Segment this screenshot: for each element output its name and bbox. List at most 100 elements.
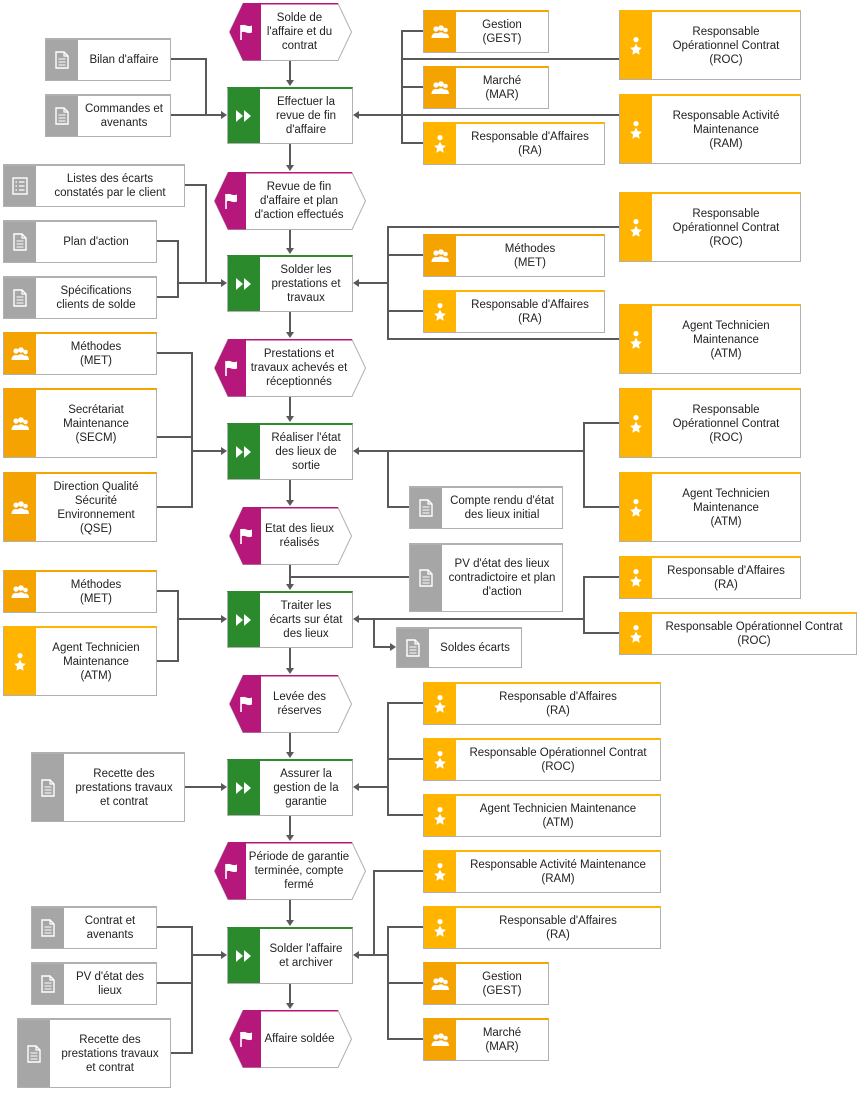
document-soldes-ecarts[interactable]: Soldes écarts [396, 627, 522, 668]
role-ra-traiter[interactable]: Responsable d'Affaires (RA) [619, 556, 801, 599]
document-bilan-affaire[interactable]: Bilan d'affaire [45, 38, 171, 81]
act-strip [228, 929, 260, 983]
act-label: Assurer la gestion de la garantie [273, 768, 339, 808]
group-icon [430, 248, 450, 264]
role-strip [424, 796, 456, 836]
document-commandes-avenants[interactable]: Commandes et avenants [45, 94, 171, 137]
document-specifications-clients[interactable]: Spécifications clients de solde [3, 276, 157, 319]
star-person-icon [629, 414, 643, 434]
document-plan-action[interactable]: Plan d'action [3, 220, 157, 263]
role-ra-solder[interactable]: Responsable d'Affaires (RA) [423, 290, 605, 333]
role-roc-traiter[interactable]: Responsable Opérationnel Contrat (ROC) [619, 612, 857, 655]
role-roc-etat-lieux[interactable]: Responsable Opérationnel Contrat (ROC) [619, 388, 801, 458]
activity-effectuer-revue-fin-affaire[interactable]: Effectuer la revue de fin d'affaire [227, 87, 353, 144]
document-icon [13, 233, 27, 251]
star-person-icon [629, 568, 643, 588]
flag-icon [240, 528, 252, 544]
document-recette-prestations-final[interactable]: Recette des prestations travaux et contr… [17, 1018, 171, 1088]
double-chevron-icon [235, 445, 253, 459]
arrowhead [353, 783, 359, 791]
arrowhead [353, 447, 359, 455]
role-strip [620, 12, 652, 79]
event-periode-garantie-terminee[interactable]: Période de garantie terminée, compte fer… [214, 842, 366, 900]
org-gestion-archiver[interactable]: Gestion (GEST) [423, 962, 549, 1005]
star-person-icon [629, 330, 643, 350]
activity-realiser-etat-des-lieux[interactable]: Réaliser l'état des lieux de sortie [227, 423, 353, 480]
activity-traiter-ecarts[interactable]: Traiter les écarts sur état des lieux [227, 591, 353, 648]
role-label: Agent Technicien Maintenance (ATM) [682, 487, 770, 528]
act-strip [228, 257, 260, 311]
connector-line [157, 590, 179, 662]
role-atm-solder[interactable]: Agent Technicien Maintenance (ATM) [619, 304, 801, 374]
arrowhead [353, 279, 359, 287]
role-strip [4, 628, 36, 695]
activity-solder-prestations-travaux[interactable]: Solder les prestations et travaux [227, 255, 353, 312]
document-icon [55, 51, 69, 69]
star-person-icon [629, 36, 643, 56]
arrowhead [390, 643, 396, 651]
event-levee-des-reserves[interactable]: Levée des réserves [229, 675, 352, 733]
star-person-icon [629, 120, 643, 140]
role-atm-traiter[interactable]: Agent Technicien Maintenance (ATM) [3, 626, 157, 696]
event-prestations-achevees[interactable]: Prestations et travaux achevés et récept… [214, 339, 366, 397]
list-document-icon [12, 177, 28, 195]
activity-solder-affaire-archiver[interactable]: Solder l'affaire et archiver [227, 927, 353, 984]
doc-strip [410, 488, 442, 528]
role-roc-revue[interactable]: Responsable Opérationnel Contrat (ROC) [619, 10, 801, 80]
arrowhead [221, 447, 227, 455]
org-direction-qse[interactable]: Direction Qualité Sécurité Environnement… [3, 472, 157, 542]
act-label: Réaliser l'état des lieux de sortie [271, 432, 341, 472]
role-label: Responsable d'Affaires (RA) [499, 691, 617, 717]
event-shape [229, 507, 352, 565]
role-ra-garantie[interactable]: Responsable d'Affaires (RA) [423, 682, 661, 725]
doc-strip [4, 166, 36, 206]
doc-label: Recette des prestations travaux et contr… [61, 1033, 159, 1074]
act-label: Solder les prestations et travaux [271, 264, 341, 304]
role-ra-archiver[interactable]: Responsable d'Affaires (RA) [423, 906, 661, 949]
document-listes-ecarts[interactable]: Listes des écarts constatés par le clien… [3, 164, 185, 207]
role-ram-revue[interactable]: Responsable Activité Maintenance (RAM) [619, 94, 801, 164]
role-ram-archiver[interactable]: Responsable Activité Maintenance (RAM) [423, 850, 661, 893]
document-compte-rendu-etat-lieux[interactable]: Compte rendu d'état des lieux initial [409, 486, 563, 529]
star-person-icon [13, 652, 27, 672]
arrowhead [286, 920, 294, 926]
role-label: Agent Technicien Maintenance (ATM) [52, 641, 140, 682]
arrowhead [286, 752, 294, 758]
document-contrat-avenants[interactable]: Contrat et avenants [31, 906, 157, 949]
event-etat-des-lieux-realises[interactable]: Etat des lieux réalisés [229, 507, 352, 565]
doc-strip [4, 222, 36, 262]
event-affaire-soldee[interactable]: Affaire soldée [229, 1010, 352, 1068]
double-chevron-icon [235, 949, 253, 963]
event-revue-fin-affaire-effectuee[interactable]: Revue de fin d'affaire et plan d'action … [214, 172, 366, 230]
activity-assurer-gestion-garantie[interactable]: Assurer la gestion de la garantie [227, 759, 353, 816]
org-label: Méthodes (MET) [70, 579, 122, 605]
org-methodes-realiser[interactable]: Méthodes (MET) [3, 332, 157, 375]
org-gestion[interactable]: Gestion (GEST) [423, 10, 549, 53]
flag-icon [225, 360, 237, 376]
org-marche[interactable]: Marché (MAR) [423, 66, 549, 109]
double-chevron-icon [235, 277, 253, 291]
star-person-icon [433, 750, 447, 770]
role-atm-garantie[interactable]: Agent Technicien Maintenance (ATM) [423, 794, 661, 837]
role-atm-etat-lieux[interactable]: Agent Technicien Maintenance (ATM) [619, 472, 801, 542]
org-strip [4, 474, 36, 541]
role-label: Responsable d'Affaires (RA) [499, 915, 617, 941]
org-secretariat-maintenance[interactable]: Secrétariat Maintenance (SECM) [3, 388, 157, 458]
doc-label: Plan d'action [63, 236, 129, 248]
document-recette-prestations[interactable]: Recette des prestations travaux et contr… [31, 752, 185, 822]
org-label: Marché (MAR) [482, 75, 522, 101]
role-ra-revue[interactable]: Responsable d'Affaires (RA) [423, 122, 605, 165]
org-marche-archiver[interactable]: Marché (MAR) [423, 1018, 549, 1061]
org-methodes-traiter[interactable]: Méthodes (MET) [3, 570, 157, 613]
document-pv-etat-lieux[interactable]: PV d'état des lieux [31, 962, 157, 1005]
role-label: Responsable Opérationnel Contrat (ROC) [672, 403, 780, 444]
role-roc-solder[interactable]: Responsable Opérationnel Contrat (ROC) [619, 192, 801, 262]
group-icon [10, 346, 30, 362]
role-label: Responsable Opérationnel Contrat (ROC) [665, 621, 843, 647]
event-solde-affaire-contrat[interactable]: Solde de l'affaire et du contrat [229, 3, 352, 61]
arrowhead [286, 80, 294, 86]
org-methodes[interactable]: Méthodes (MET) [423, 234, 605, 277]
role-roc-garantie[interactable]: Responsable Opérationnel Contrat (ROC) [423, 738, 661, 781]
document-pv-etat-lieux-contradictoire[interactable]: PV d'état des lieux contradictoire et pl… [409, 543, 563, 612]
doc-strip [32, 754, 64, 821]
